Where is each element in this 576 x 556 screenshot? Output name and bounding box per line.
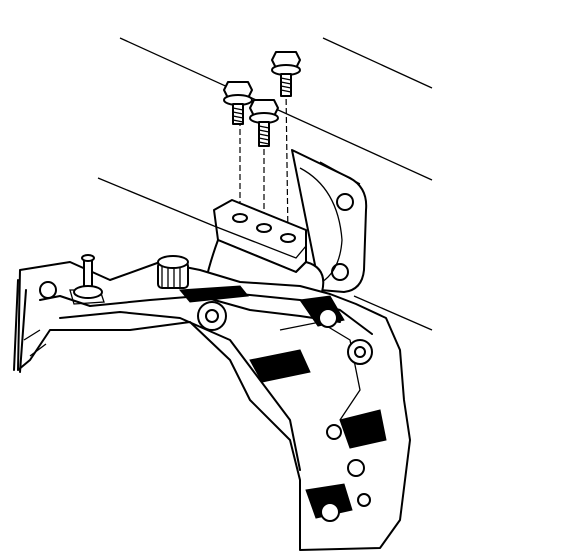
bolt [249,99,279,147]
case-bosses [39,281,373,522]
bracket-hole [256,223,272,233]
bolt [223,81,253,125]
vent-stud [73,254,103,299]
transaxle-case [13,261,411,551]
bracket-hole [232,213,248,223]
mount-plate [291,149,368,293]
bolt [271,51,301,97]
speed-sensor [157,255,189,289]
bracket-hole [280,233,296,243]
